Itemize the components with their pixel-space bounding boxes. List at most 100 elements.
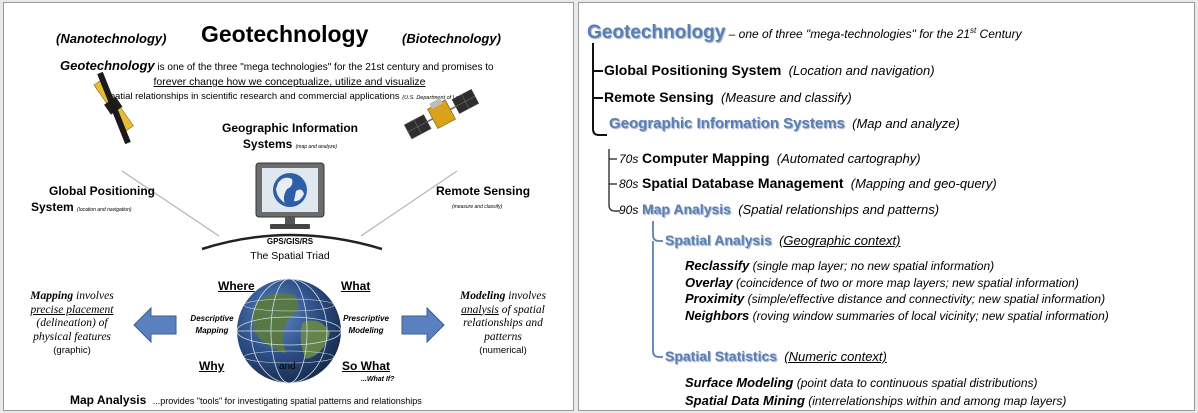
sdm-decade: 80s bbox=[619, 177, 639, 191]
big-globe-icon bbox=[236, 278, 342, 384]
list-item: Proximity (simple/effective distance and… bbox=[685, 291, 1109, 308]
triad-gps-gis-rs: GPS/GIS/RS bbox=[266, 237, 314, 246]
ss-label: Spatial Statistics bbox=[665, 348, 778, 364]
outline-tree-lines bbox=[592, 43, 663, 358]
rs-item: Remote Sensing (Measure and classify) bbox=[604, 89, 852, 105]
intro-line-2: forever change how we conceptualize, uti… bbox=[153, 76, 426, 88]
modeling-l1b: involves bbox=[508, 290, 546, 302]
gps-satellite-arm-icon bbox=[97, 71, 131, 145]
tree-branch-ss bbox=[652, 241, 663, 358]
mapping-l1b: involves bbox=[76, 290, 114, 302]
database-mgmt-item: 80s Spatial Database Management (Mapping… bbox=[619, 175, 997, 191]
gis-item-label: Geographic Information Systems bbox=[609, 115, 845, 132]
rs-label-note: (measure and classify) bbox=[452, 204, 503, 210]
ma-label: Map Analysis bbox=[641, 201, 731, 217]
gps-label-line-1: Global Positioning bbox=[49, 184, 155, 198]
gps-connector-line bbox=[121, 170, 220, 237]
map-analysis-item: 90s Map Analysis (Spatial relationships … bbox=[619, 201, 939, 217]
ss-item-desc: (interrelationships within and among map… bbox=[804, 394, 1067, 408]
sa-item-term: Overlay bbox=[685, 274, 733, 290]
rs-label: Remote Sensing (measure and classify) bbox=[436, 183, 530, 215]
sa-item-desc: (simple/effective distance and connectiv… bbox=[744, 292, 1106, 306]
mapping-l4: physical features bbox=[33, 330, 111, 343]
modeling-l4: patterns bbox=[484, 330, 522, 343]
gps-item-label: Global Positioning System bbox=[604, 62, 782, 78]
what-if-label: ...What If? bbox=[361, 376, 395, 383]
sa-item-term: Proximity bbox=[685, 291, 745, 306]
and-label: and bbox=[279, 361, 296, 372]
mapping-l3: (delineation) of bbox=[36, 317, 108, 329]
ma-note: (Spatial relationships and patterns) bbox=[738, 202, 940, 217]
triad-arc bbox=[201, 233, 383, 251]
intro-source: (U.S. Department of Labor) bbox=[402, 95, 469, 101]
intro-line-3: spatial relationships in scientific rese… bbox=[105, 91, 469, 102]
gis-label-note: (map and analyze) bbox=[295, 144, 338, 150]
prescriptive-modeling: Prescriptive Modeling bbox=[330, 313, 402, 337]
gps-label-note: (location and navigation) bbox=[77, 207, 132, 213]
list-item: Surface Modeling (point data to continuo… bbox=[685, 374, 1066, 392]
list-item: Neighbors (roving window summaries of lo… bbox=[685, 308, 1109, 325]
mapping-term: Mapping bbox=[30, 290, 74, 302]
spatial-statistics-item: Spatial Statistics (Numeric context) bbox=[665, 348, 887, 364]
cm-note: (Automated cartography) bbox=[776, 151, 921, 166]
mapping-l2: precise placement bbox=[30, 303, 114, 316]
gps-label: Global Positioning System (location and … bbox=[31, 183, 155, 218]
footer-map-analysis: Map Analysis bbox=[70, 393, 147, 407]
sa-item-desc: (coincidence of two or more map layers; … bbox=[732, 275, 1079, 290]
ss-item-term: Spatial Data Mining bbox=[685, 393, 805, 408]
right-title-line: Geotechnology – one of three "mega-techn… bbox=[587, 22, 1022, 44]
left-footer: Map Analysis ...provides "tools" for inv… bbox=[70, 393, 422, 407]
left-panel: (Nanotechnology) Geotechnology (Biotechn… bbox=[3, 2, 574, 411]
right-title: Geotechnology bbox=[587, 22, 726, 43]
right-title-rest-b: Century bbox=[976, 27, 1022, 41]
nanotechnology-label: (Nanotechnology) bbox=[56, 31, 167, 46]
ss-item-desc: (point data to continuous spatial distri… bbox=[793, 376, 1038, 390]
sa-item-desc: (roving window summaries of local vicini… bbox=[749, 308, 1109, 323]
gps-item: Global Positioning System (Location and … bbox=[604, 62, 935, 78]
rs-connector-line bbox=[360, 170, 458, 237]
sa-label: Spatial Analysis bbox=[665, 232, 772, 248]
sdm-note: (Mapping and geo-query) bbox=[850, 176, 997, 191]
gis-label-line-1: Geographic Information bbox=[221, 121, 358, 135]
why-label: Why bbox=[199, 359, 225, 373]
spatial-analysis-list: Reclassify (single map layer; no new spa… bbox=[685, 258, 1109, 324]
rs-satellite-icon bbox=[403, 88, 480, 140]
list-item: Reclassify (single map layer; no new spa… bbox=[685, 258, 1109, 275]
right-title-sup: st bbox=[969, 26, 977, 35]
tree-branch-gis bbox=[608, 149, 620, 212]
what-label: What bbox=[341, 279, 371, 293]
computer-mapping-item: 70s Computer Mapping (Automated cartogra… bbox=[619, 150, 921, 166]
descriptive-line-2: Mapping bbox=[195, 326, 229, 335]
ss-item-term: Surface Modeling bbox=[685, 375, 794, 390]
modeling-term: Modeling bbox=[460, 290, 506, 302]
sa-note: (Geographic context) bbox=[779, 233, 901, 248]
spatial-analysis-item: Spatial Analysis (Geographic context) bbox=[665, 232, 901, 248]
spatial-statistics-list: Surface Modeling (point data to continuo… bbox=[685, 374, 1066, 410]
modeling-analysis: analysis bbox=[461, 303, 499, 316]
sa-item-desc: (single map layer; no new spatial inform… bbox=[749, 259, 995, 273]
intro-line-1-text: is one of the three "mega technologies" … bbox=[157, 62, 494, 73]
biotechnology-label: (Biotechnology) bbox=[402, 31, 501, 46]
cm-label: Computer Mapping bbox=[641, 150, 770, 166]
cm-decade: 70s bbox=[619, 152, 639, 166]
intro-term: Geotechnology bbox=[60, 58, 155, 73]
list-item: Spatial Data Mining (interrelationships … bbox=[685, 392, 1066, 410]
right-arrow-icon bbox=[401, 306, 445, 344]
left-arrow-icon bbox=[133, 306, 177, 344]
modeling-l3: relationships and bbox=[463, 317, 543, 329]
spatial-triad-diagram bbox=[93, 71, 480, 384]
sdm-label: Spatial Database Management bbox=[641, 175, 844, 191]
prescriptive-line-1: Prescriptive bbox=[343, 314, 389, 323]
gis-label-line-2: Systems bbox=[242, 137, 293, 151]
modeling-description: Modeling involves analysis of spatial re… bbox=[444, 290, 562, 358]
descriptive-mapping: Descriptive Mapping bbox=[177, 313, 247, 337]
modeling-numerical: (numerical) bbox=[479, 345, 527, 356]
so-what-label: So What bbox=[342, 359, 390, 373]
ss-note: (Numeric context) bbox=[784, 349, 887, 364]
gps-label-line-2: System bbox=[31, 200, 74, 214]
left-title: Geotechnology bbox=[201, 21, 369, 47]
gis-item: Geographic Information Systems (Map and … bbox=[609, 115, 960, 132]
gis-item-note: (Map and analyze) bbox=[852, 116, 960, 131]
intro-line-1: Geotechnology is one of the three "mega … bbox=[60, 58, 494, 73]
rs-label-line-1: Remote Sensing bbox=[436, 184, 531, 198]
